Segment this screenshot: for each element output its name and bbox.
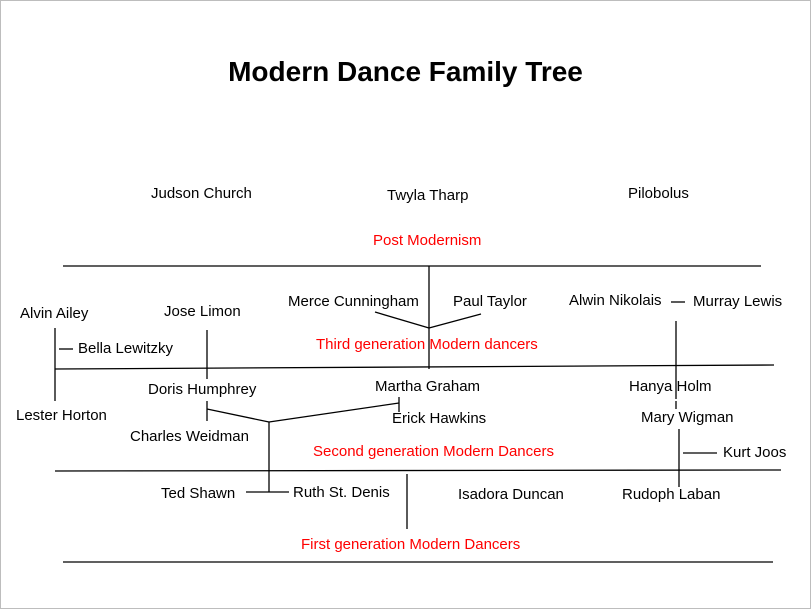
dancer-alvin-ailey: Alvin Ailey bbox=[20, 305, 89, 322]
dancer-hanya-holm: Hanya Holm bbox=[629, 378, 712, 395]
dancer-doris-humphrey: Doris Humphrey bbox=[148, 381, 257, 398]
dancer-rudoph-laban: Rudoph Laban bbox=[622, 486, 721, 503]
generation-label-first: First generation Modern Dancers bbox=[301, 536, 521, 553]
divider-line-second bbox=[54, 469, 782, 472]
dancer-murray-lewis: Murray Lewis bbox=[693, 293, 783, 310]
dancer-twyla-tharp: Twyla Tharp bbox=[387, 187, 469, 204]
dancer-ruth-st-denis: Ruth St. Denis bbox=[293, 484, 390, 501]
connector-taylor bbox=[428, 313, 482, 329]
connector-cunningham bbox=[374, 311, 430, 329]
dancer-merce-cunningham: Merce Cunningham bbox=[288, 293, 419, 310]
dancer-alwin-nikolais: Alwin Nikolais bbox=[569, 292, 662, 309]
dancer-judson-church: Judson Church bbox=[151, 185, 252, 202]
dancer-charles-weidman: Charles Weidman bbox=[130, 428, 249, 445]
generation-label-post-modernism: Post Modernism bbox=[373, 232, 482, 249]
dancer-jose-limon: Jose Limon bbox=[164, 303, 241, 320]
connector-graham-branch bbox=[268, 402, 400, 423]
dancer-bella-lewitzky: Bella Lewitzky bbox=[78, 340, 174, 357]
dancer-isadora-duncan: Isadora Duncan bbox=[458, 486, 564, 503]
dancer-ted-shawn: Ted Shawn bbox=[161, 485, 236, 502]
dancer-erick-hawkins: Erick Hawkins bbox=[392, 410, 487, 427]
dancer-martha-graham: Martha Graham bbox=[375, 378, 481, 395]
generation-label-second: Second generation Modern Dancers bbox=[313, 443, 554, 460]
dancer-paul-taylor: Paul Taylor bbox=[453, 293, 527, 310]
divider-line-third bbox=[54, 364, 775, 370]
generation-label-third: Third generation Modern dancers bbox=[316, 336, 538, 353]
dancer-lester-horton: Lester Horton bbox=[16, 407, 107, 424]
page-title: Modern Dance Family Tree bbox=[228, 56, 583, 87]
dancer-kurt-joos: Kurt Joos bbox=[723, 444, 787, 461]
dancer-mary-wigman: Mary Wigman bbox=[641, 409, 734, 426]
connector-humphrey-branch bbox=[206, 408, 270, 423]
dancer-pilobolus: Pilobolus bbox=[628, 185, 689, 202]
